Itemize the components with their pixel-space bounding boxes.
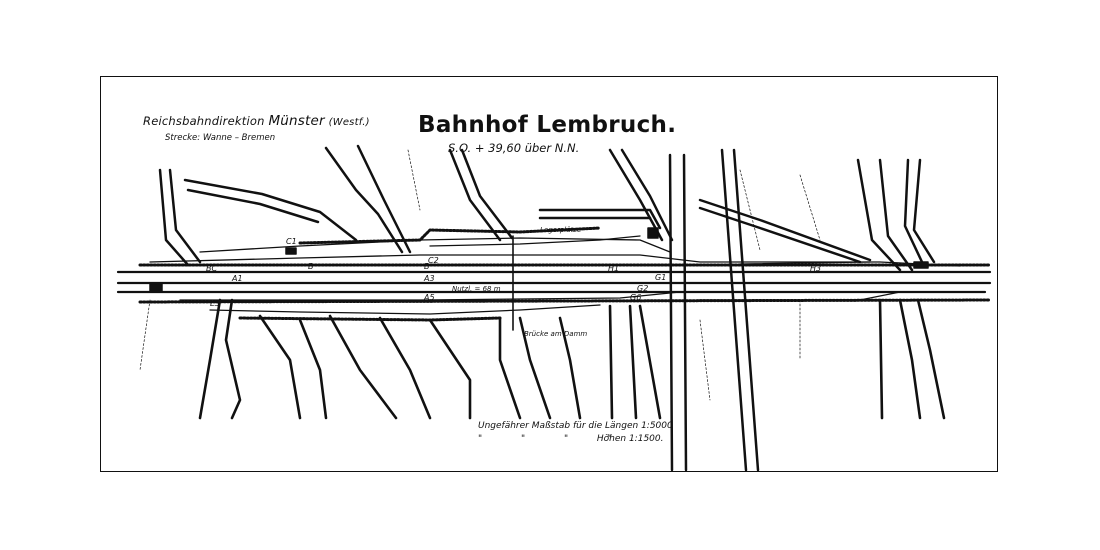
label-g1: G1: [655, 273, 667, 282]
leader-lines: [139, 149, 821, 401]
elevation-note: S.O. + 39,60 über N.N.: [448, 141, 580, 155]
label-g6: G6: [630, 293, 642, 302]
label-h3: H3: [810, 264, 822, 273]
label-c1: C1: [286, 237, 297, 246]
label-b-mid: B: [424, 262, 430, 271]
buildings: [149, 227, 929, 293]
scale-heights: Höhen 1:1500.: [596, 434, 664, 445]
label-lagerplatz: Lagerplätze: [540, 226, 582, 234]
label-g2: G2: [637, 284, 649, 293]
label-b-left: B: [308, 262, 314, 271]
scale-lengths: Ungefährer Maßstab für die Längen 1:5000: [478, 421, 673, 431]
label-a3: A3: [424, 274, 435, 283]
main-tracks: [116, 270, 992, 294]
directorate-header: Reichsbahndirektion Münster (Westf.) Str…: [143, 112, 370, 144]
label-h1: H1: [608, 264, 620, 273]
label-a5: A5: [424, 293, 435, 302]
label-a1: A1: [232, 274, 243, 283]
station-title: Bahnhof Lembruch.: [418, 112, 677, 138]
roads: [158, 144, 936, 472]
siding-tracks: [149, 235, 961, 315]
label-bruecke: Brücke am Damm: [524, 330, 588, 338]
directorate-prefix: Reichsbahndirektion: [143, 114, 265, 128]
label-nutzl: Nutzl. = 68 m: [452, 285, 501, 293]
directorate-region: (Westf.): [328, 117, 370, 128]
label-ls: LS: [210, 299, 220, 308]
scale-note: Ungefährer Maßstab für die Längen 1:5000…: [478, 420, 673, 446]
scale-ditto: " " " ": [478, 434, 630, 445]
directorate-city: Münster: [268, 113, 325, 129]
line-name: Strecke: Wanne – Bremen: [165, 132, 276, 143]
embankment-edges: [138, 226, 992, 322]
label-bc: BC: [206, 264, 218, 273]
map-frame: [100, 76, 998, 472]
label-c2: C2: [428, 256, 439, 265]
streams-lower: [198, 298, 946, 420]
